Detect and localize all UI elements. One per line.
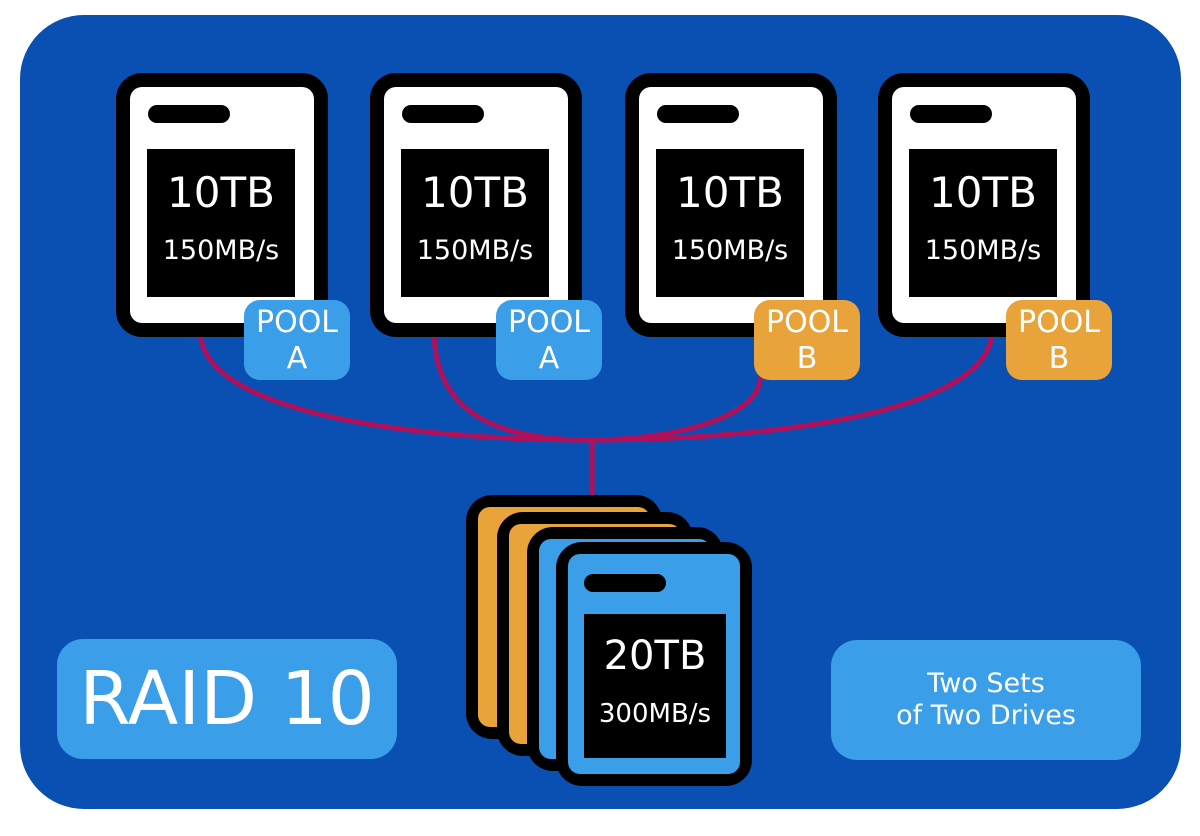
array-speed: 300MB/s — [598, 699, 712, 729]
drive-capacity: 10TB — [421, 168, 529, 217]
drive-slot — [910, 105, 992, 123]
info-label: Two Sets of Two Drives — [831, 640, 1141, 760]
drive-slot — [657, 105, 739, 123]
pool-letter: A — [538, 341, 560, 376]
wire-drive-1 — [197, 329, 591, 443]
pool-letter: A — [286, 341, 308, 376]
drive-slot — [148, 105, 230, 123]
drive-capacity: 10TB — [676, 168, 784, 217]
array-drive-front: 20TB 300MB/s — [556, 542, 752, 786]
drive-screen: 20TB 300MB/s — [584, 614, 726, 758]
raid-level-label: RAID 10 — [57, 639, 397, 759]
pool-badge-a: POOL A — [244, 300, 350, 380]
drive-speed: 150MB/s — [924, 235, 1042, 266]
drive-capacity: 10TB — [929, 168, 1037, 217]
pool-label: POOL — [765, 305, 849, 340]
drive-slot — [402, 105, 484, 123]
wire-drive-3 — [589, 377, 763, 443]
drive-screen: 10TB 150MB/s — [147, 149, 295, 297]
connection-wires — [197, 329, 995, 497]
drive-speed: 150MB/s — [671, 235, 789, 266]
pool-label: POOL — [507, 305, 591, 340]
drive-2: 10TB 150MB/s — [370, 73, 582, 337]
pool-label: POOL — [1017, 305, 1101, 340]
drive-face: 20TB 300MB/s — [568, 554, 740, 774]
pool-letter: B — [1048, 341, 1070, 376]
drive-4: 10TB 150MB/s — [878, 73, 1090, 337]
pool-badge-a: POOL A — [496, 300, 602, 380]
array-capacity: 20TB — [603, 633, 707, 679]
wire-drive-4 — [589, 329, 995, 443]
drive-screen: 10TB 150MB/s — [401, 149, 549, 297]
drive-slot — [584, 574, 666, 592]
pool-label: POOL — [255, 305, 339, 340]
diagram-panel: 10TB 150MB/s POOL A 10TB 150MB/s POOL A … — [20, 15, 1181, 809]
pool-badge-b: POOL B — [1006, 300, 1112, 380]
drive-speed: 150MB/s — [416, 235, 534, 266]
drive-1: 10TB 150MB/s — [116, 73, 328, 337]
drive-screen: 10TB 150MB/s — [909, 149, 1057, 297]
pool-badge-b: POOL B — [754, 300, 860, 380]
drive-face: 10TB 150MB/s — [639, 87, 823, 323]
drive-face: 10TB 150MB/s — [892, 87, 1076, 323]
info-line-1: Two Sets — [927, 668, 1045, 699]
drive-3: 10TB 150MB/s — [625, 73, 837, 337]
drive-face: 10TB 150MB/s — [130, 87, 314, 323]
info-line-2: of Two Drives — [896, 700, 1076, 731]
drive-capacity: 10TB — [167, 168, 275, 217]
wire-drive-2 — [431, 329, 591, 443]
drive-face: 10TB 150MB/s — [384, 87, 568, 323]
drive-speed: 150MB/s — [162, 235, 280, 266]
pool-letter: B — [796, 341, 818, 376]
drive-screen: 10TB 150MB/s — [656, 149, 804, 297]
